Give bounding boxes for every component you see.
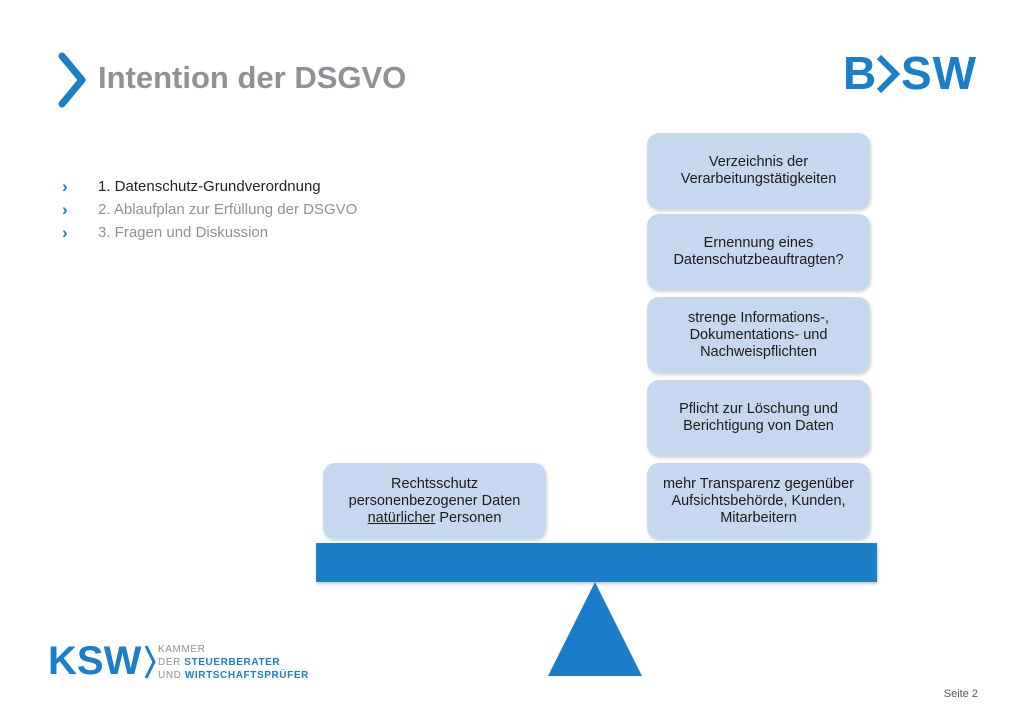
chevron-right-icon: › (62, 200, 68, 219)
obligation-box-processing-register: Verzeichnis der Verarbeitungstätigkeiten (647, 133, 870, 209)
agenda-item-label: 3. Fragen und Diskussion (98, 224, 269, 241)
ksw-logo-line3-strong: WIRTSCHAFTSPRÜFER (184, 670, 309, 681)
scale-beam (316, 543, 877, 582)
scale-fulcrum-triangle (548, 582, 642, 676)
agenda-item-1[interactable]: › 1. Datenschutz-Grundverordnung (62, 176, 357, 199)
obligation-box-dpo: Ernennung eines Datenschutzbeauftragten? (647, 214, 870, 290)
legal-protection-box: Rechtsschutz personenbezogener Daten nat… (323, 463, 546, 539)
bsw-logo-sw: SW (901, 47, 978, 99)
box-text: strenge Informations-, Dokumentations- u… (687, 309, 830, 360)
slide-title: Intention der DSGVO (98, 60, 407, 95)
agenda-item-2[interactable]: › 2. Ablaufplan zur Erfüllung der DSGVO (62, 199, 357, 222)
chevron-right-icon: › (62, 223, 68, 242)
agenda-item-label: 2. Ablaufplan zur Erfüllung der DSGVO (98, 201, 358, 218)
obligation-box-transparency: mehr Transparenz gegenüber Aufsichtsbehö… (647, 463, 870, 539)
agenda-list: › 1. Datenschutz-Grundverordnung › 2. Ab… (62, 176, 357, 245)
page-number: Seite 2 (943, 688, 978, 700)
bsw-logo-b: B (843, 47, 878, 99)
ksw-logo-mark: KSW (48, 639, 142, 683)
ksw-logo-line2: DER STEUERBERATER (158, 656, 309, 669)
bsw-logo: B SW (843, 47, 976, 99)
box-text: Ernennung eines Datenschutzbeauftragten? (673, 235, 844, 268)
chevron-right-icon: › (62, 177, 68, 196)
ksw-logo-line3: UND WIRTSCHAFTSPRÜFER (158, 669, 309, 682)
bsw-logo-chevron-icon (876, 54, 901, 94)
box-text-line1: Rechtsschutz (390, 475, 479, 492)
agenda-item-3[interactable]: › 3. Fragen und Diskussion (62, 222, 357, 245)
box-text: Pflicht zur Löschung und Berichtigung vo… (679, 401, 838, 434)
underlined-word: natürlicher (367, 509, 436, 526)
box-text-line3: natürlicher Personen (368, 510, 502, 527)
ksw-logo-line2-strong: STEUERBERATER (184, 657, 281, 668)
box-text-line3-rest: Personen (435, 509, 502, 526)
obligation-box-information-duties: strenge Informations-, Dokumentations- u… (647, 297, 870, 373)
agenda-item-label: 1. Datenschutz-Grundverordnung (98, 178, 321, 195)
box-text: Verzeichnis der Verarbeitungstätigkeiten (680, 154, 837, 187)
box-text-line2: personenbezogener Daten (348, 492, 521, 509)
ksw-logo-line3-prefix: UND (158, 670, 185, 681)
obligation-box-deletion: Pflicht zur Löschung und Berichtigung vo… (647, 380, 870, 456)
ksw-logo-line2-prefix: DER (158, 657, 185, 668)
ksw-logo-chevron-icon (144, 645, 156, 679)
ksw-logo-text: KAMMER DER STEUERBERATER UND WIRTSCHAFTS… (158, 643, 309, 682)
box-text: mehr Transparenz gegenüber Aufsichtsbehö… (662, 475, 855, 526)
ksw-logo: KSW KAMMER DER STEUERBERATER UND WIRTSCH… (48, 639, 308, 684)
ksw-logo-line1: KAMMER (158, 644, 206, 655)
title-chevron-icon (58, 52, 86, 108)
